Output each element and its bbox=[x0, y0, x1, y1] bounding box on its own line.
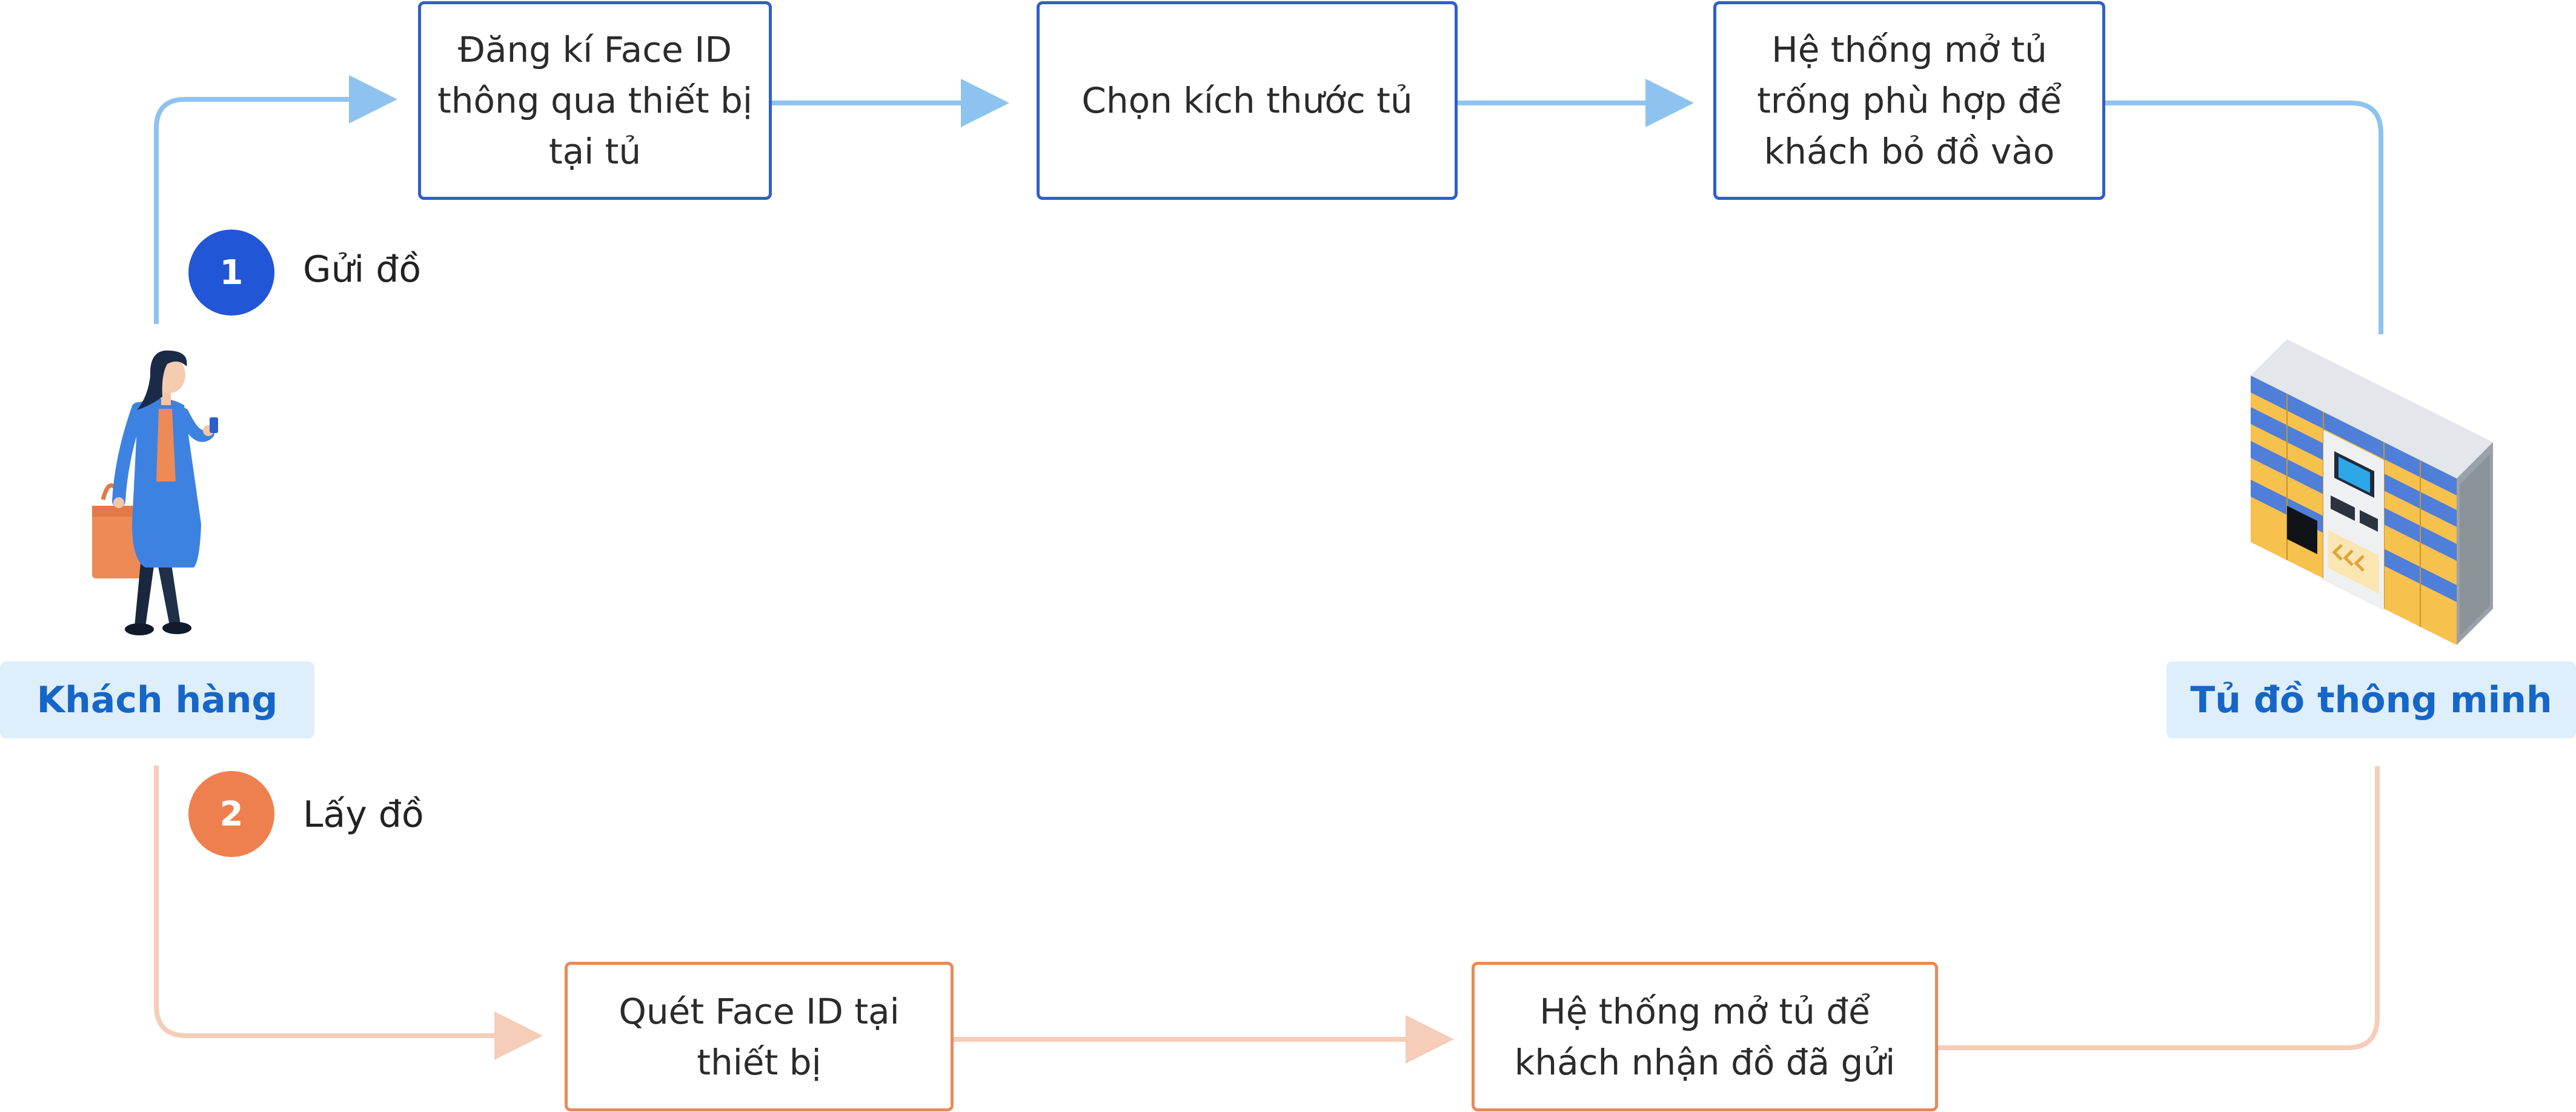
send-step-open-locker: Hệ thống mở tủ trống phù hợp để khách bỏ… bbox=[1713, 1, 2105, 200]
step-2-badge: 2 bbox=[188, 771, 274, 857]
receive-step-open-locker: Hệ thống mở tủ để khách nhận đồ đã gửi bbox=[1472, 962, 1938, 1111]
step-1-badge: 1 bbox=[188, 230, 274, 316]
send-step-choose-size: Chọn kích thước tủ bbox=[1037, 1, 1458, 200]
smart-locker-label: Tủ đồ thông minh bbox=[2166, 661, 2576, 738]
send-connector-end bbox=[2104, 101, 2383, 334]
receive-connector-start bbox=[154, 766, 543, 1060]
step-2-label: Lấy đồ bbox=[303, 793, 424, 836]
customer-illustration bbox=[92, 350, 218, 635]
send-connector-start bbox=[154, 75, 397, 324]
customer-label: Khách hàng bbox=[0, 661, 314, 738]
step-1-label: Gửi đồ bbox=[303, 248, 422, 291]
smart-locker-illustration bbox=[2251, 339, 2493, 645]
receive-step-scan-face-id: Quét Face ID tại thiết bị bbox=[565, 962, 954, 1111]
send-step-register-face-id: Đăng kí Face ID thông qua thiết bị tại t… bbox=[418, 1, 772, 200]
receive-connector-end bbox=[1937, 766, 2380, 1050]
